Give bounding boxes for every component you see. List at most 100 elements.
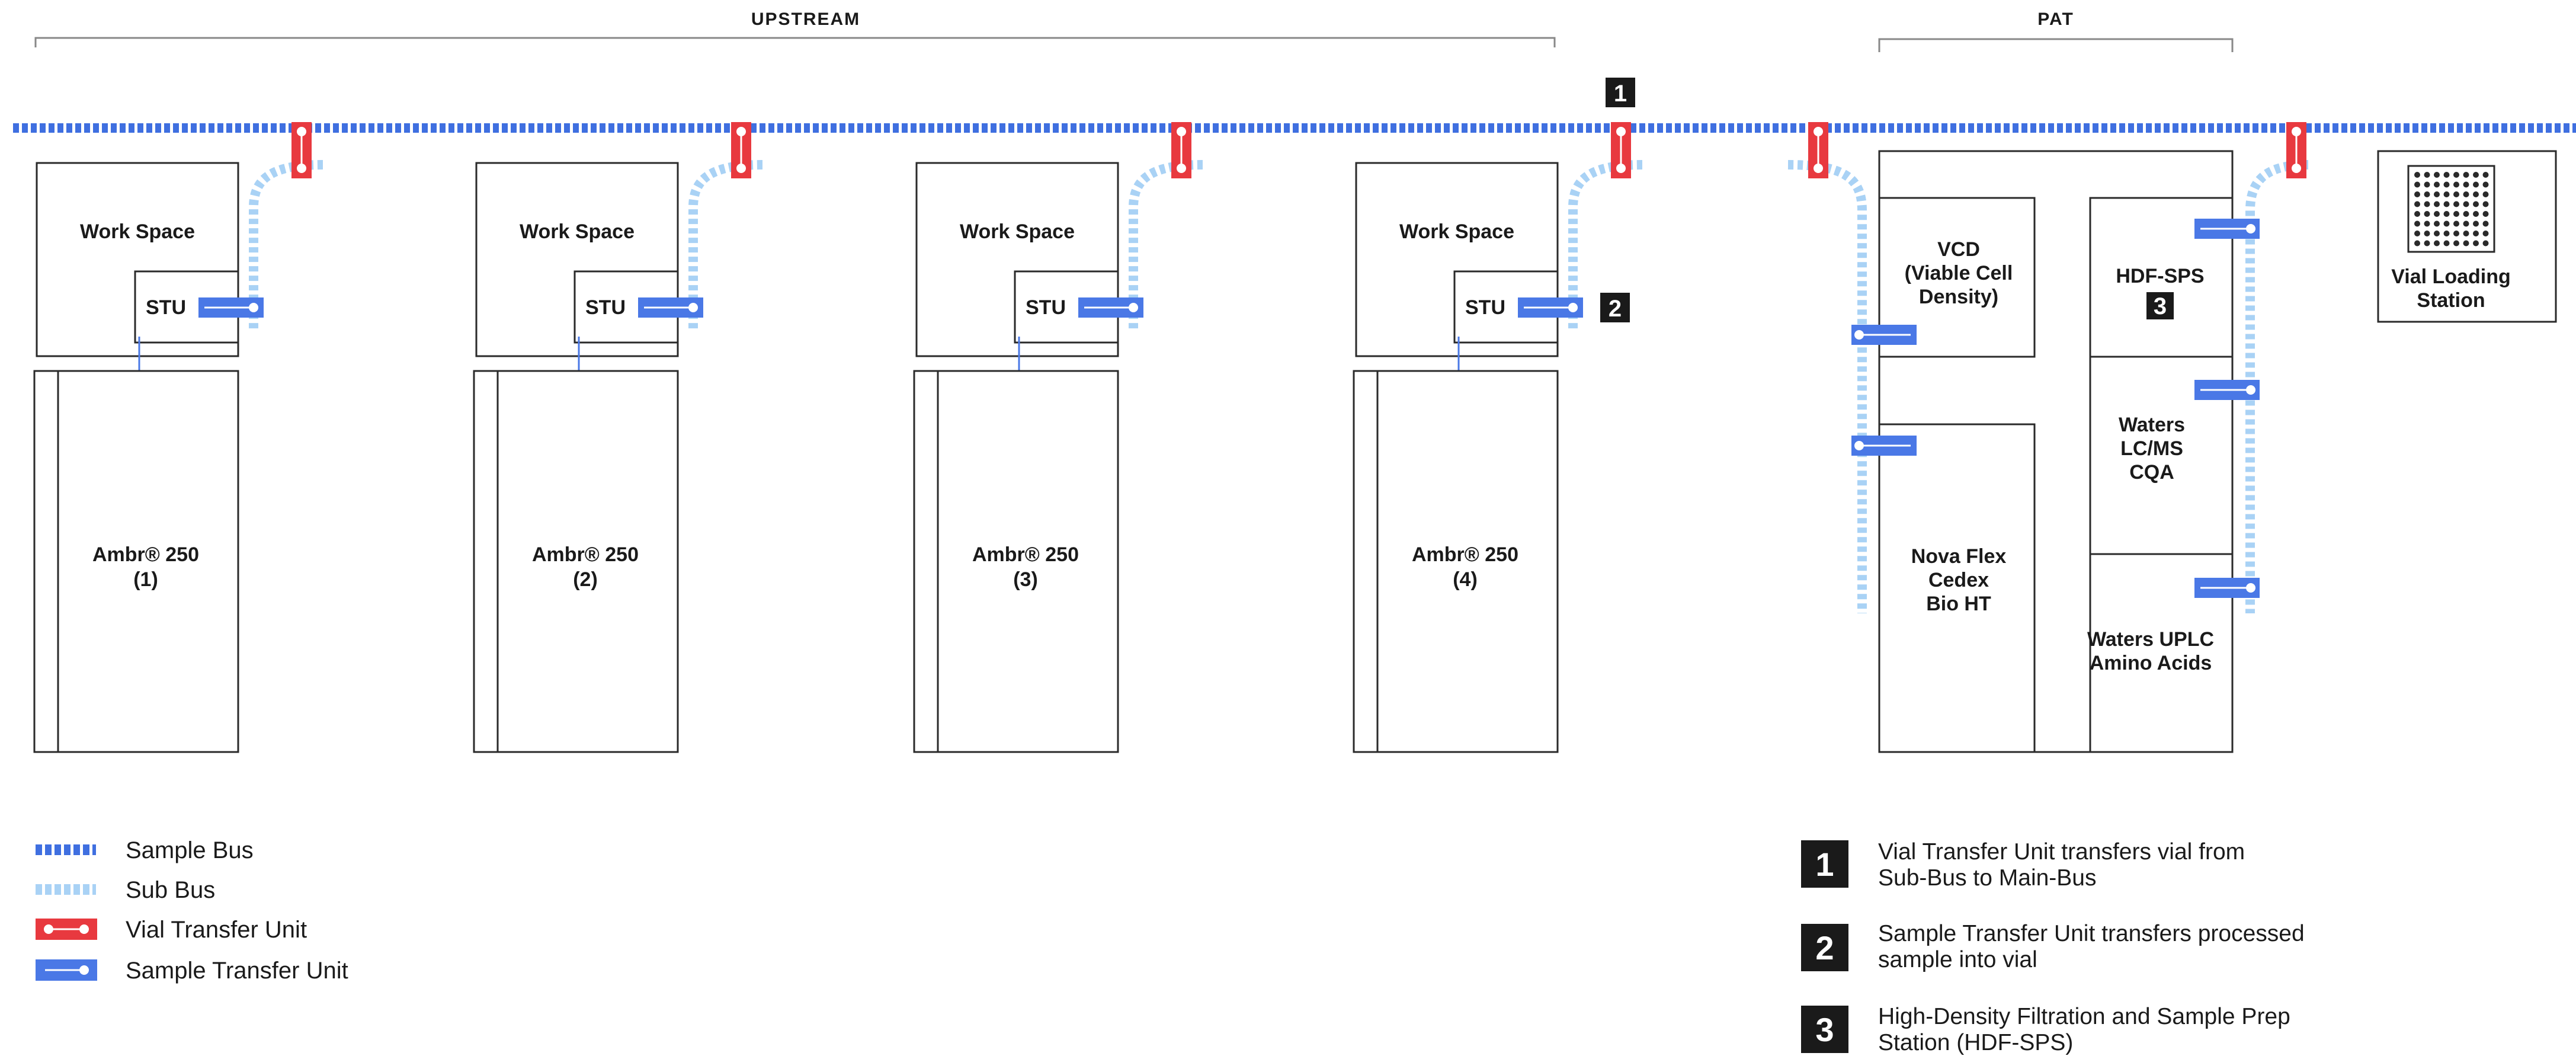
vial-slot-dot (2473, 172, 2479, 178)
sub-bus-2 (688, 160, 763, 329)
vial-slot-dot (2443, 201, 2450, 207)
vial-slot-dot (2463, 240, 2469, 247)
sample-transfer-unit-nova (1851, 436, 1917, 456)
vial-slot-dot (2414, 211, 2420, 217)
vial-station-label-line1: Vial Loading (2391, 265, 2511, 288)
vial-slot-dot (2453, 240, 2459, 247)
vial-slot-dot (2424, 231, 2430, 236)
legend-label-sub-bus: Sub Bus (126, 877, 215, 903)
nova-label-line2: Cedex (1928, 569, 1989, 591)
vial-slot-dot (2482, 172, 2489, 178)
vial-slot-dot (2414, 191, 2420, 197)
legend-item-vial-transfer-unit: Vial Transfer Unit (36, 917, 307, 943)
legend-item-sample-transfer-unit: Sample Transfer Unit (36, 958, 348, 984)
vial-loading-station: Vial Loading Station (2377, 150, 2557, 323)
vial-slot-dot (2424, 211, 2430, 217)
vial-slot-dot (2414, 240, 2420, 247)
sample-transfer-unit-uplc (2194, 578, 2260, 598)
vial-slot-dot (2473, 201, 2479, 207)
vial-slot-dot (2414, 172, 2420, 178)
vial-slot-dot (2463, 220, 2469, 227)
vial-transfer-unit (1611, 122, 1631, 178)
vial-slot-dot (2424, 220, 2430, 227)
vial-slot-dot (2414, 201, 2420, 207)
sample-transfer-unit (638, 297, 703, 318)
bioreactor-unit-1: Work Space STU Ambr® 250 (1) (33, 122, 312, 753)
vial-slot-dot (2443, 240, 2450, 247)
vial-slot-dot (2453, 201, 2459, 207)
vial-slot-dot (2482, 240, 2489, 247)
vial-slot-dot (2453, 181, 2459, 188)
svg-text:1: 1 (1614, 81, 1627, 107)
waters-uplc-label-line1: Waters UPLC (2087, 628, 2214, 651)
vial-station-label-line2: Station (2417, 289, 2485, 312)
note-1: 1 Vial Transfer Unit transfers vial from… (1801, 839, 2245, 891)
svg-text:2: 2 (1609, 296, 1622, 322)
vial-slot-dot (2463, 201, 2469, 207)
sub-bus-4 (1568, 160, 1643, 329)
nova-label-line3: Bio HT (1926, 593, 1991, 615)
vial-slot-dot (2434, 172, 2440, 178)
sample-transfer-unit-vcd (1851, 325, 1917, 345)
note-number: 1 (1815, 846, 1834, 883)
nova-label-line1: Nova Flex (1911, 545, 2007, 568)
sample-transfer-unit (198, 297, 264, 318)
nova-box (1878, 423, 2036, 753)
vial-slot-dot (2424, 240, 2430, 247)
stu-label: STU (1465, 296, 1505, 319)
vial-slot-dot (2434, 220, 2440, 227)
legend-item-sub-bus: Sub Bus (36, 877, 215, 903)
vial-slot-dot (2443, 231, 2450, 236)
vial-slot-dot (2414, 181, 2420, 188)
sample-transfer-unit (1078, 297, 1143, 318)
stu-label: STU (585, 296, 626, 319)
vial-slot-dot (2453, 191, 2459, 197)
legend-item-sample-bus: Sample Bus (36, 837, 254, 863)
legend: Sample Bus Sub Bus Vial Transfer Unit Sa… (36, 837, 348, 984)
ambr-box (33, 370, 239, 753)
vial-transfer-unit (291, 122, 312, 178)
ambr-box (913, 370, 1119, 753)
vial-slot-dot (2473, 240, 2479, 247)
vial-slot-dot (2482, 201, 2489, 207)
vial-slot-dot (2434, 240, 2440, 247)
legend-label-vial-transfer-unit: Vial Transfer Unit (126, 917, 307, 943)
note-number: 2 (1815, 929, 1834, 967)
vial-slot-dot (2463, 172, 2469, 178)
vial-rack-icon (2407, 165, 2495, 253)
vial-slot-dot (2443, 220, 2450, 227)
ambr-label-line2: (4) (1453, 568, 1478, 591)
vial-slot-dot (2482, 220, 2489, 227)
bioreactor-unit-2: Work Space STU Ambr® 250 (2) (473, 122, 751, 753)
hdf-label: HDF-SPS (2116, 265, 2204, 287)
vial-slot-dot (2463, 211, 2469, 217)
pat-label: PAT (2037, 9, 2074, 29)
stu-label: STU (146, 296, 186, 319)
sample-transfer-unit-hdf (2194, 219, 2260, 239)
pat-section-header: PAT (1878, 9, 2234, 52)
vial-slot-dot (2473, 191, 2479, 197)
vial-slot-dot (2434, 191, 2440, 197)
bioreactor-unit-3: Work Space STU Ambr® 250 (3) (913, 122, 1191, 753)
ambr-label-line1: Ambr® 250 (532, 543, 639, 566)
vial-slot-dot (2434, 181, 2440, 188)
note-number: 3 (1815, 1011, 1834, 1048)
vial-slot-dot (2473, 181, 2479, 188)
vial-slot-dot (2473, 220, 2479, 227)
vial-slot-dot (2443, 181, 2450, 188)
sub-bus-1 (249, 160, 323, 329)
vial-slot-dot (2482, 231, 2489, 236)
note-text-line1: High-Density Filtration and Sample Prep (1878, 1004, 2290, 1029)
vcd-label-line2: (Viable Cell (1905, 262, 2013, 284)
vial-slot-dot (2482, 211, 2489, 217)
note-2: 2 Sample Transfer Unit transfers process… (1801, 921, 2305, 972)
notes: 1 Vial Transfer Unit transfers vial from… (1801, 839, 2305, 1055)
vial-slot-dot (2463, 231, 2469, 236)
badge-3: 3 (2146, 292, 2174, 319)
workspace-label: Work Space (960, 220, 1075, 243)
vial-slot-dot (2443, 211, 2450, 217)
vial-slot-dot (2414, 231, 2420, 236)
vial-slot-dot (2424, 201, 2430, 207)
vial-slot-dot (2463, 181, 2469, 188)
legend-label-sample-transfer-unit: Sample Transfer Unit (126, 958, 348, 984)
